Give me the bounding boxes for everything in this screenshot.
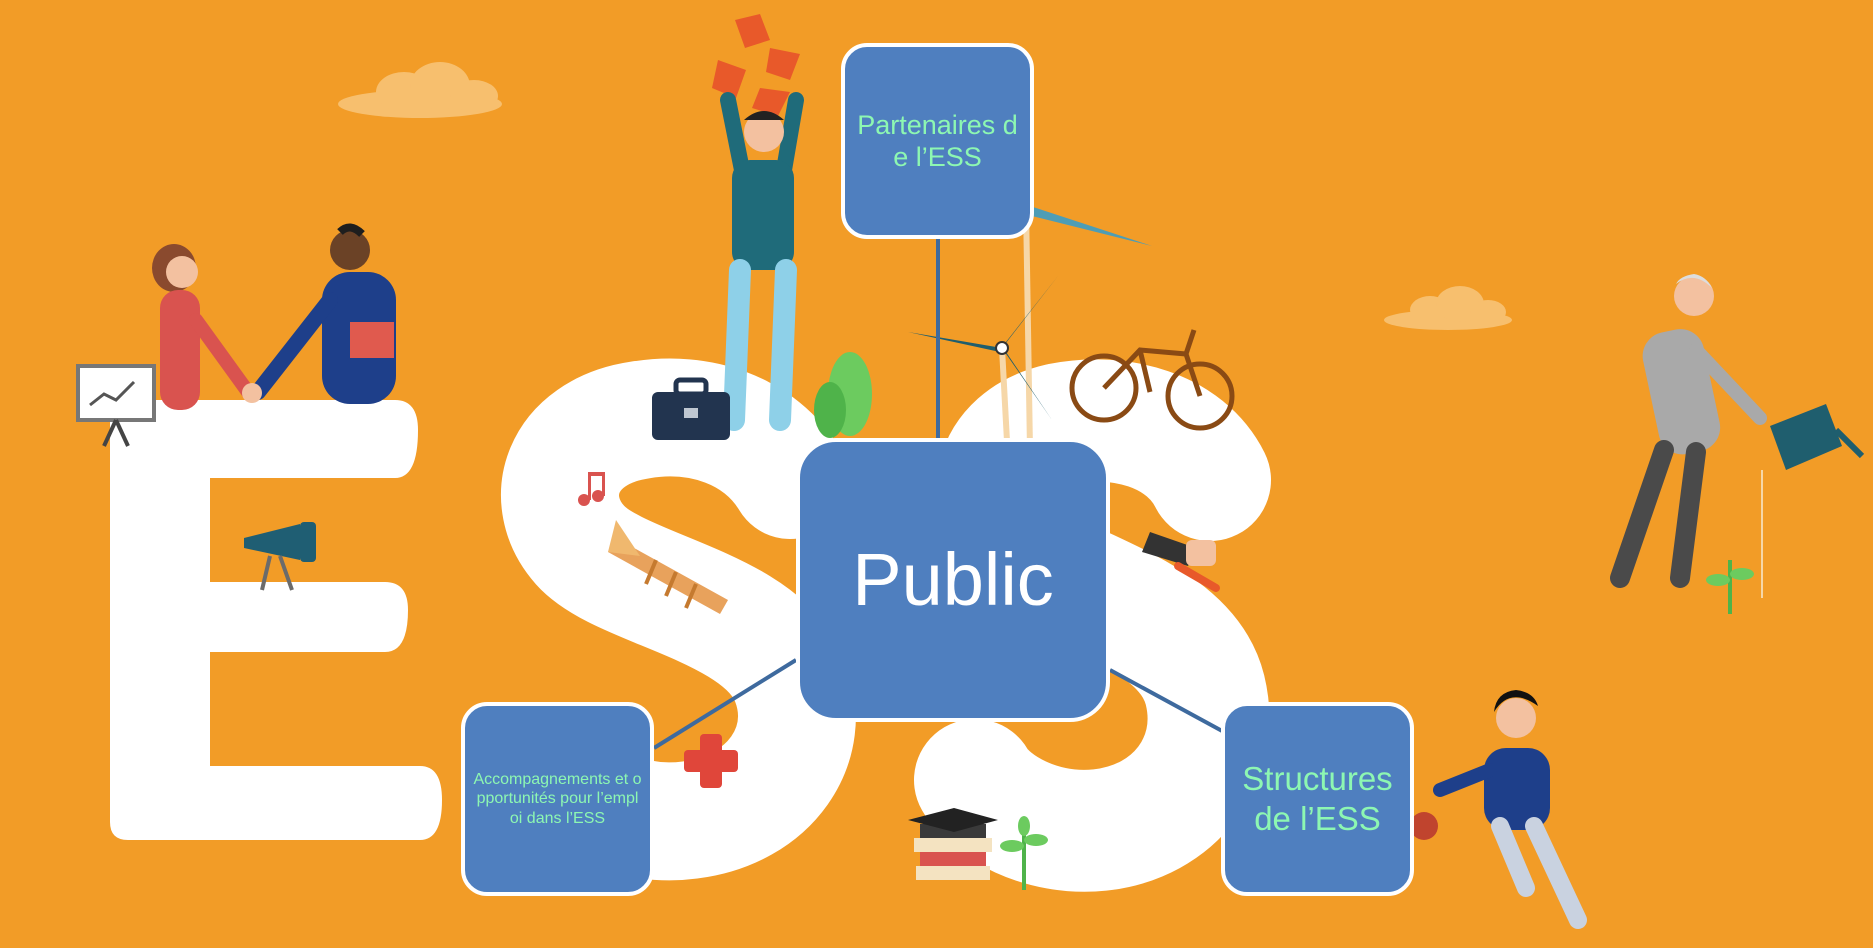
letter-s-shape-2 (914, 359, 1271, 892)
music-note-icon (578, 472, 605, 506)
person-raising-recycle-icon (712, 14, 804, 431)
connector-left (652, 658, 798, 750)
cloud-icon (1384, 286, 1512, 330)
node-structures-label: Structures de l’ESS (1242, 760, 1393, 837)
wind-turbine-icon (908, 205, 1152, 461)
bicycle-icon (1069, 329, 1235, 431)
trumpet-icon (608, 520, 728, 614)
running-boy-icon (1410, 690, 1587, 929)
elderly-gardener-icon (1610, 274, 1767, 588)
connector-lines (652, 239, 1225, 750)
node-partenaires-label: Partenaires de l’ESS (857, 109, 1018, 172)
megaphone-icon (244, 522, 316, 591)
plant-icon (1706, 560, 1754, 614)
cloud-icon (338, 62, 502, 118)
node-structures: Structures de l’ESS (1221, 702, 1414, 896)
pointing-hand-icon (1142, 532, 1220, 592)
node-public: Public (796, 438, 1110, 722)
tree-icon (814, 352, 872, 438)
handshake-people-icon (152, 223, 396, 410)
briefcase-icon (652, 377, 730, 440)
letter-e-shape (110, 400, 442, 840)
presentation-board-icon (76, 364, 156, 447)
node-partenaires: Partenaires de l’ESS (841, 43, 1034, 239)
node-accompagnements: Accompagnements et opportunités pour l’e… (461, 702, 654, 896)
node-public-label: Public (852, 538, 1054, 621)
plant-icon (1000, 816, 1048, 890)
connector-right (1109, 668, 1225, 734)
books-stack-icon (908, 808, 998, 880)
watering-can-icon (1761, 404, 1865, 598)
medical-cross-icon (684, 734, 738, 788)
node-accompagnements-label: Accompagnements et opportunités pour l’e… (473, 771, 642, 827)
